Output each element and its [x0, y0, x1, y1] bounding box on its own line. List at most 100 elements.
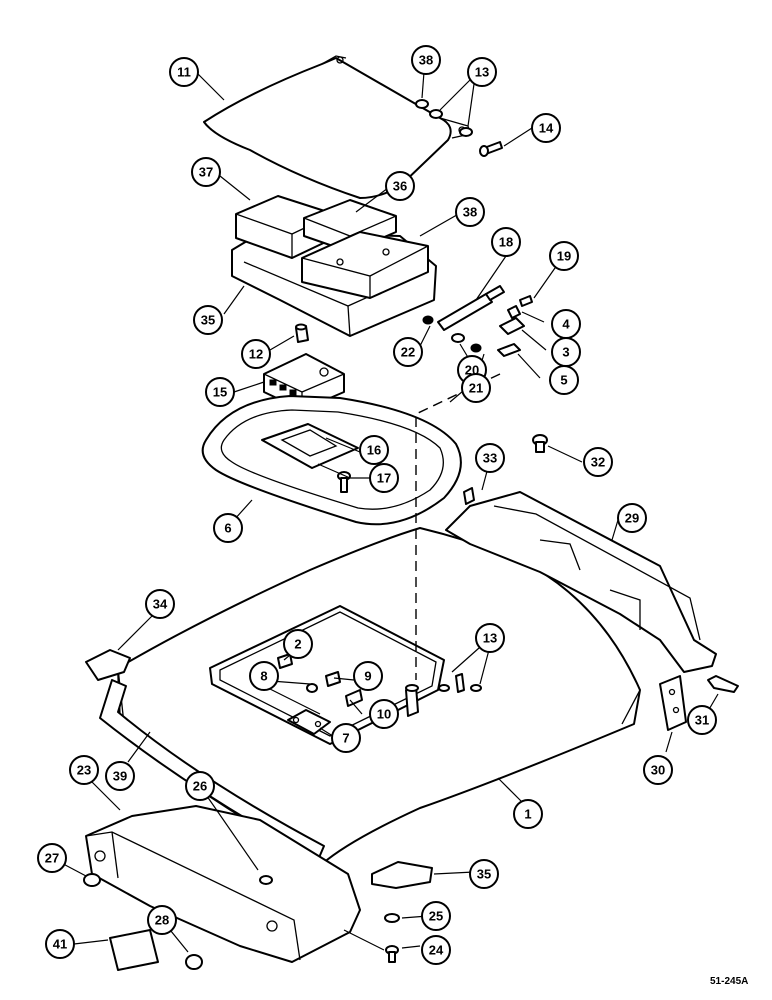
callout-33: 33 [475, 443, 505, 473]
part-pad-34 [85, 649, 131, 681]
part-plate-small [287, 709, 331, 735]
callout-6: 6 [213, 513, 243, 543]
svg-text:34: 34 [153, 597, 168, 612]
svg-text:10: 10 [377, 707, 391, 722]
part-knob-27 [83, 873, 101, 887]
svg-text:28: 28 [155, 913, 169, 928]
part-bolt-24 [385, 945, 399, 963]
callout-18: 18 [491, 227, 521, 257]
svg-text:9: 9 [364, 669, 371, 684]
svg-text:18: 18 [499, 235, 513, 250]
svg-text:38: 38 [463, 205, 477, 220]
part-spacer [295, 323, 309, 343]
svg-text:16: 16 [367, 443, 381, 458]
svg-text:2: 2 [294, 637, 301, 652]
svg-text:3: 3 [562, 345, 569, 360]
part-plate [261, 423, 359, 469]
svg-text:27: 27 [45, 851, 59, 866]
callout-40: 38 [411, 45, 441, 75]
part-knob-28 [185, 954, 203, 970]
callout-22: 22 [393, 337, 423, 367]
callout-12: 12 [241, 339, 271, 369]
svg-text:29: 29 [625, 511, 639, 526]
svg-text:41: 41 [53, 937, 67, 952]
callout-10: 10 [369, 699, 399, 729]
svg-text:33: 33 [483, 451, 497, 466]
callout-26: 26 [185, 771, 215, 801]
part-front-rail [445, 434, 717, 673]
svg-text:32: 32 [591, 455, 605, 470]
callout-4: 4 [551, 309, 581, 339]
callout-7: 7 [331, 723, 361, 753]
callout-11: 11 [169, 57, 199, 87]
callout-15: 15 [205, 377, 235, 407]
svg-text:13: 13 [475, 65, 489, 80]
part-washer-25 [384, 913, 400, 923]
svg-text:23: 23 [77, 763, 91, 778]
callout-31: 31 [687, 705, 717, 735]
part-channel [99, 679, 325, 861]
callout-16: 16 [359, 435, 389, 465]
svg-text:11: 11 [177, 65, 191, 80]
svg-text:38: 38 [419, 53, 433, 68]
part-stud [707, 675, 739, 693]
callout-23: 23 [69, 755, 99, 785]
part-label-41 [109, 929, 159, 971]
part-cover-plate [203, 55, 471, 199]
svg-text:1: 1 [524, 807, 531, 822]
part-side-bracket [659, 675, 687, 731]
callout-8: 8 [249, 661, 279, 691]
svg-text:30: 30 [651, 763, 665, 778]
svg-text:35: 35 [201, 313, 215, 328]
callout-39: 39 [105, 761, 135, 791]
svg-text:4: 4 [562, 317, 570, 332]
part-small-fasteners [277, 653, 482, 707]
part-pad-35 [371, 861, 433, 889]
callout-1: 1 [513, 799, 543, 829]
callout-21: 21 [461, 373, 491, 403]
svg-text:13: 13 [483, 631, 497, 646]
svg-text:7: 7 [342, 731, 349, 746]
svg-text:25: 25 [429, 909, 443, 924]
reference-code: 51-245A [710, 976, 748, 987]
part-gas-strut [422, 285, 533, 357]
svg-text:39: 39 [113, 769, 127, 784]
callout-38-left: 37 [191, 157, 221, 187]
callout-5: 5 [549, 365, 579, 395]
callout-30: 30 [643, 755, 673, 785]
callout-9: 9 [353, 661, 383, 691]
svg-text:35: 35 [477, 867, 491, 882]
callout-13-bottom: 13 [475, 623, 505, 653]
callout-38-right: 38 [455, 197, 485, 227]
callout-34: 34 [145, 589, 175, 619]
callout-27: 27 [37, 843, 67, 873]
callout-13-top: 13 [467, 57, 497, 87]
callout-32: 32 [583, 447, 613, 477]
svg-text:19: 19 [557, 249, 571, 264]
svg-text:36: 36 [393, 179, 407, 194]
callout-19: 19 [549, 241, 579, 271]
svg-text:12: 12 [249, 347, 263, 362]
part-bolt-26 [259, 875, 273, 885]
callout-24: 24 [421, 935, 451, 965]
svg-text:22: 22 [401, 345, 415, 360]
part-lower-housing [85, 805, 361, 963]
callout-35: 35 [469, 859, 499, 889]
svg-text:37: 37 [199, 165, 213, 180]
callout-17: 17 [369, 463, 399, 493]
svg-text:26: 26 [193, 779, 207, 794]
svg-text:15: 15 [213, 385, 227, 400]
svg-text:21: 21 [469, 381, 483, 396]
callout-37: 36 [385, 171, 415, 201]
svg-text:6: 6 [224, 521, 231, 536]
callout-2: 2 [283, 629, 313, 659]
callout-36: 35 [193, 305, 223, 335]
svg-text:24: 24 [429, 943, 444, 958]
callout-3: 3 [551, 337, 581, 367]
svg-text:17: 17 [377, 471, 391, 486]
callout-41: 41 [45, 929, 75, 959]
part-washers-top [415, 99, 503, 157]
callout-25: 25 [421, 901, 451, 931]
callout-14: 14 [531, 113, 561, 143]
